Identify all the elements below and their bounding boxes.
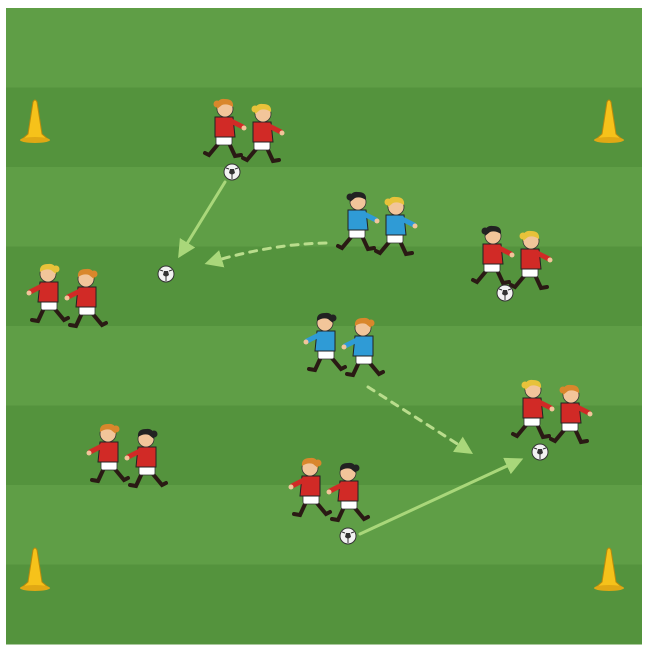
pitch-stripe (6, 88, 642, 168)
ball-bottom (340, 528, 356, 544)
ball-right-middle (532, 444, 548, 460)
ball-right (497, 285, 513, 301)
ball-left (158, 266, 174, 282)
pitch-stripe (6, 485, 642, 565)
pitch-stripe (6, 565, 642, 645)
pitch-stripe (6, 8, 642, 88)
ball-top (224, 164, 240, 180)
pitch-stripe (6, 167, 642, 247)
